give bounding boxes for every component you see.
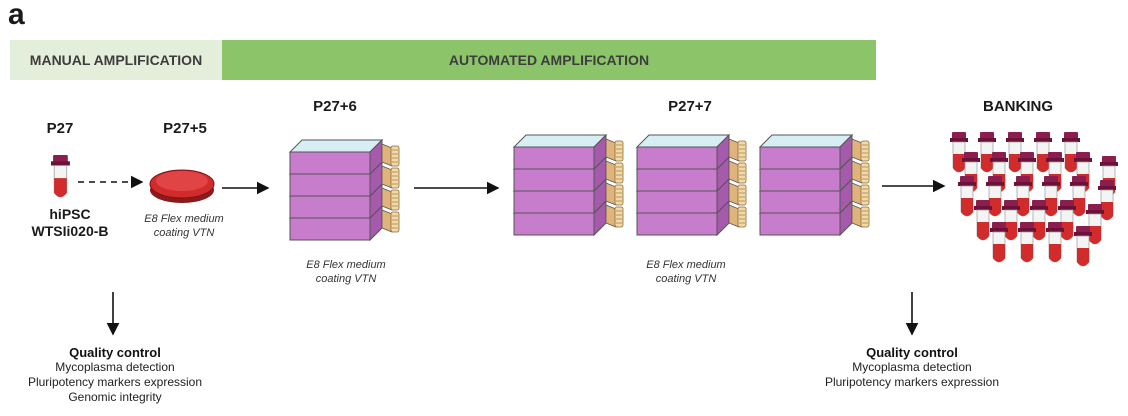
stage-label-p27: P27 [46, 120, 74, 137]
panel-letter: a [8, 0, 25, 31]
tube-icon [50, 154, 71, 198]
flask-stack-icon [290, 140, 399, 240]
flask-stack-icon [514, 135, 623, 235]
cell-line-code: WTSIi020-B [31, 223, 109, 239]
stage-label-banking: BANKING [983, 98, 1053, 115]
flask-stack-icon [760, 135, 869, 235]
quality-control-right: Quality control Mycoplasma detection Plu… [797, 345, 1027, 390]
cell-line-name: hiPSC [49, 206, 91, 222]
qc-item: Pluripotency markers expression [27, 375, 203, 389]
qc-item: Pluripotency markers expression [824, 375, 1000, 389]
qc-title: Quality control [69, 345, 161, 360]
qc-item: Mycoplasma detection [852, 360, 972, 374]
automated-amplification-band: AUTOMATED AMPLIFICATION [222, 40, 876, 80]
banking-tubes-icon [949, 131, 1119, 267]
cell-line-label: hiPSC WTSIi020-B [20, 206, 120, 240]
medium-label-p27-7: E8 Flex medium coating VTN [646, 259, 726, 285]
flask-stack-icon [637, 135, 746, 235]
stage-label-p27-5: P27+5 [163, 120, 207, 137]
qc-title: Quality control [866, 345, 958, 360]
medium-label-p27-5: E8 Flex medium coating VTN [144, 213, 224, 239]
petri-dish-icon [149, 169, 215, 203]
qc-item: Genomic integrity [68, 390, 162, 404]
stage-label-p27-6: P27+6 [313, 98, 357, 115]
medium-label-p27-6: E8 Flex medium coating VTN [306, 259, 386, 285]
stage-label-p27-7: P27+7 [668, 98, 712, 115]
manual-amplification-band: MANUAL AMPLIFICATION [10, 40, 222, 80]
qc-item: Mycoplasma detection [55, 360, 175, 374]
quality-control-left: Quality control Mycoplasma detection Plu… [0, 345, 230, 405]
